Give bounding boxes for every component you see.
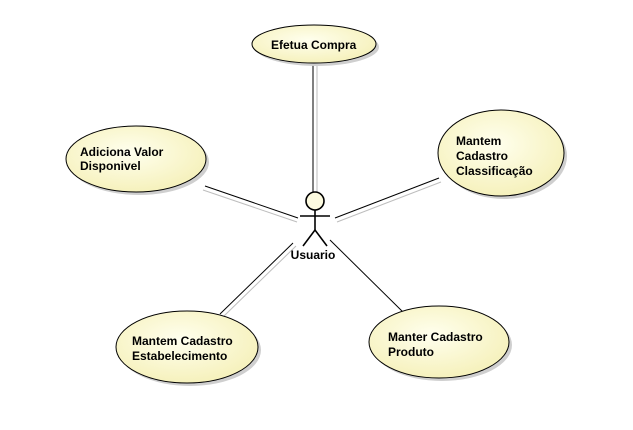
association-mantem-cadastro-classificacao [334,177,442,223]
actor-usuario[interactable]: Usuario [291,191,336,262]
association-manter-cadastro-produto [329,239,407,316]
use-case-label: Efetua Compra [271,38,357,52]
association-mantem-cadastro-estabelecimento [219,242,297,317]
use-case-label: Manter Cadastro Produto [388,330,486,359]
use-case-manter-cadastro-produto[interactable]: Manter Cadastro Produto [368,305,512,381]
use-case-adiciona-valor-disponivel[interactable]: Adiciona Valor Disponivel [65,125,209,195]
use-case-mantem-cadastro-estabelecimento[interactable]: Mantem Cadastro Estabelecimento [115,310,261,386]
actor-left-leg [302,229,316,247]
use-case-efetua-compra[interactable]: Efetua Compra [251,24,379,66]
association-efetua-compra [312,63,318,192]
actor-right-leg [314,229,328,247]
use-case-label: Mantem Cadastro Classificação [456,134,533,178]
association-adiciona-valor-disponivel [202,185,299,223]
association-lines [202,63,442,317]
actor-label: Usuario [291,248,336,262]
use-case-mantem-cadastro-classificacao[interactable]: Mantem Cadastro Classificação [437,109,567,199]
use-case-label: Adiciona Valor Disponivel [80,145,167,173]
actor-head [305,191,325,211]
use-case-label: Mantem Cadastro Estabelecimento [132,334,236,363]
